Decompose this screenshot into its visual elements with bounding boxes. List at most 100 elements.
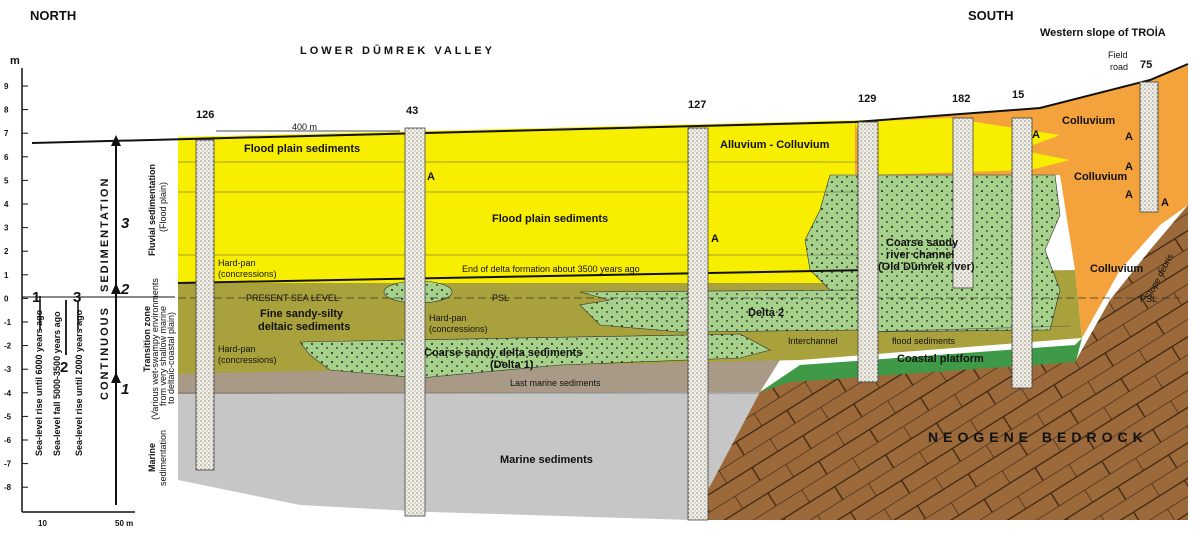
channel-label-2: river channel [886,249,954,261]
well-182 [952,117,974,289]
depth-tick-label: -3 [4,365,12,374]
sedimentation-arrowhead [111,135,121,146]
transition-label-3: from very shallow marine [158,306,168,406]
hardpan-1b: (concressions) [218,269,277,279]
depth-tick-label: 3 [4,224,9,233]
well-15 [1011,117,1033,389]
phase-3: 3 [121,215,130,232]
phase-2: 2 [120,281,130,298]
hardpan-1: Hard-pan [218,258,256,268]
well-label-126: 126 [196,109,214,121]
phase-2-arrowhead [111,283,121,294]
well-label-75: 75 [1140,59,1152,71]
curve-label-1: Sea-level rise until 6000 years ago [34,309,44,456]
hardpan-3: Hard-pan [218,344,256,354]
coarse-delta-label-2: (Delta 1) [490,359,534,371]
marker-a-3: A [1032,129,1040,141]
depth-tick-label: 2 [4,247,9,256]
scale-bar-label: 400 m [292,122,317,132]
ground-surface [31,63,1189,144]
marker-a-6: A [1125,189,1133,201]
axis-bottom-right: 50 m [115,519,133,528]
depth-tick-label: 9 [4,82,9,91]
well-label-129: 129 [858,93,876,105]
fluvial-label: Fluvial sedimentation [147,164,157,256]
north-label: NORTH [30,8,76,23]
psl-label: PSL [492,293,509,303]
neogene-bedrock [692,205,1188,520]
well-label-182: 182 [952,93,970,105]
depth-tick-label: -2 [4,342,12,351]
delta-2-label: Delta 2 [748,307,784,319]
marker-a-7: A [1161,197,1169,209]
well-75 [1139,81,1159,213]
curve-mark-1: 1 [32,289,40,306]
depth-tick-label: 8 [4,106,9,115]
bedding-lines [178,161,1071,394]
marker-a-2: A [711,233,719,245]
well-label-43: 43 [406,105,418,117]
field-road-label-2: road [1110,62,1128,72]
marker-a-5: A [1125,161,1133,173]
interchannel-label: Interchannel [788,336,838,346]
axis-bottom-left: 10 [38,519,47,528]
depth-tick-label: -6 [4,436,12,445]
coarse-delta-label: Coarse sandy delta sediments [424,347,582,359]
psl-right-label: PSL [1140,294,1157,304]
field-road-label: Field [1108,50,1128,60]
transition-label-4: to deltaic-coastal plain) [166,312,176,404]
depth-tick-label: -1 [4,318,12,327]
marine-label: Marine sediments [500,454,593,466]
present-sea-label: PRESENT SEA LEVEL [246,293,339,303]
marine-sediments-layer [178,392,770,520]
fluvial-label-2: (Flood plain) [158,182,168,232]
last-marine-layer [178,360,780,394]
curve-mark-2: 2 [60,359,68,376]
delta-2-body [579,289,861,333]
curve-label-2: Sea-level fall 5000-3500 years ago [52,311,62,456]
colluvium-label-3: Colluvium [1090,263,1143,275]
channel-label-3: (Old Dūmrek river) [878,261,975,273]
well-127 [687,127,709,521]
hardpan-3b: (concressions) [218,355,277,365]
curve-label-3: Sea-level rise until 2000 years ago [74,309,84,456]
delta-end-line [177,269,871,284]
hardpan-2b: (concressions) [429,324,488,334]
south-label: SOUTH [968,8,1014,23]
flood-plain-mid-label: Flood plain sediments [492,213,608,225]
bedrock-label: NEOGENE BEDROCK [928,429,1148,445]
colluvium-label-1: Colluvium [1062,115,1115,127]
flood-plain-top-label: Flood plain sediments [244,143,360,155]
depth-tick-label: -7 [4,460,12,469]
depth-tick-label: 1 [4,271,9,280]
depth-tick-label: -4 [4,389,12,398]
well-126 [195,139,215,471]
well-129 [857,121,879,383]
depth-tick-label: 0 [4,294,9,303]
depth-tick-label: 5 [4,176,9,185]
marine-zone-label-2: sedimentation [158,430,168,486]
phase-1: 1 [121,381,129,398]
delta-end-label: End of delta formation about 3500 years … [462,264,640,274]
fine-sandy-label: Fine sandy-silty [260,308,344,320]
well-label-15: 15 [1012,89,1024,101]
coastal-label: Coastal platform [897,353,984,365]
flood-sed-label: flood sediments [892,336,956,346]
depth-tick-label: -8 [4,483,12,492]
marker-a-4: A [1125,131,1133,143]
transition-label-2: (Various wet-swampy environments [150,278,160,420]
depth-tick-label: 4 [4,200,9,209]
last-marine-label: Last marine sediments [510,378,601,388]
marine-zone-label: Marine [147,443,157,472]
well-43 [404,127,426,517]
alluvium-label: Alluvium - Colluvium [720,139,830,151]
sedimentation-word: SEDIMENTATION [99,177,111,292]
phase-1-arrowhead [111,372,121,383]
depth-tick-label: 6 [4,153,9,162]
continuous-word: CONTINUOUS [99,306,111,400]
well-label-127: 127 [688,99,706,111]
channel-label-1: Coarse sandy [886,237,959,249]
